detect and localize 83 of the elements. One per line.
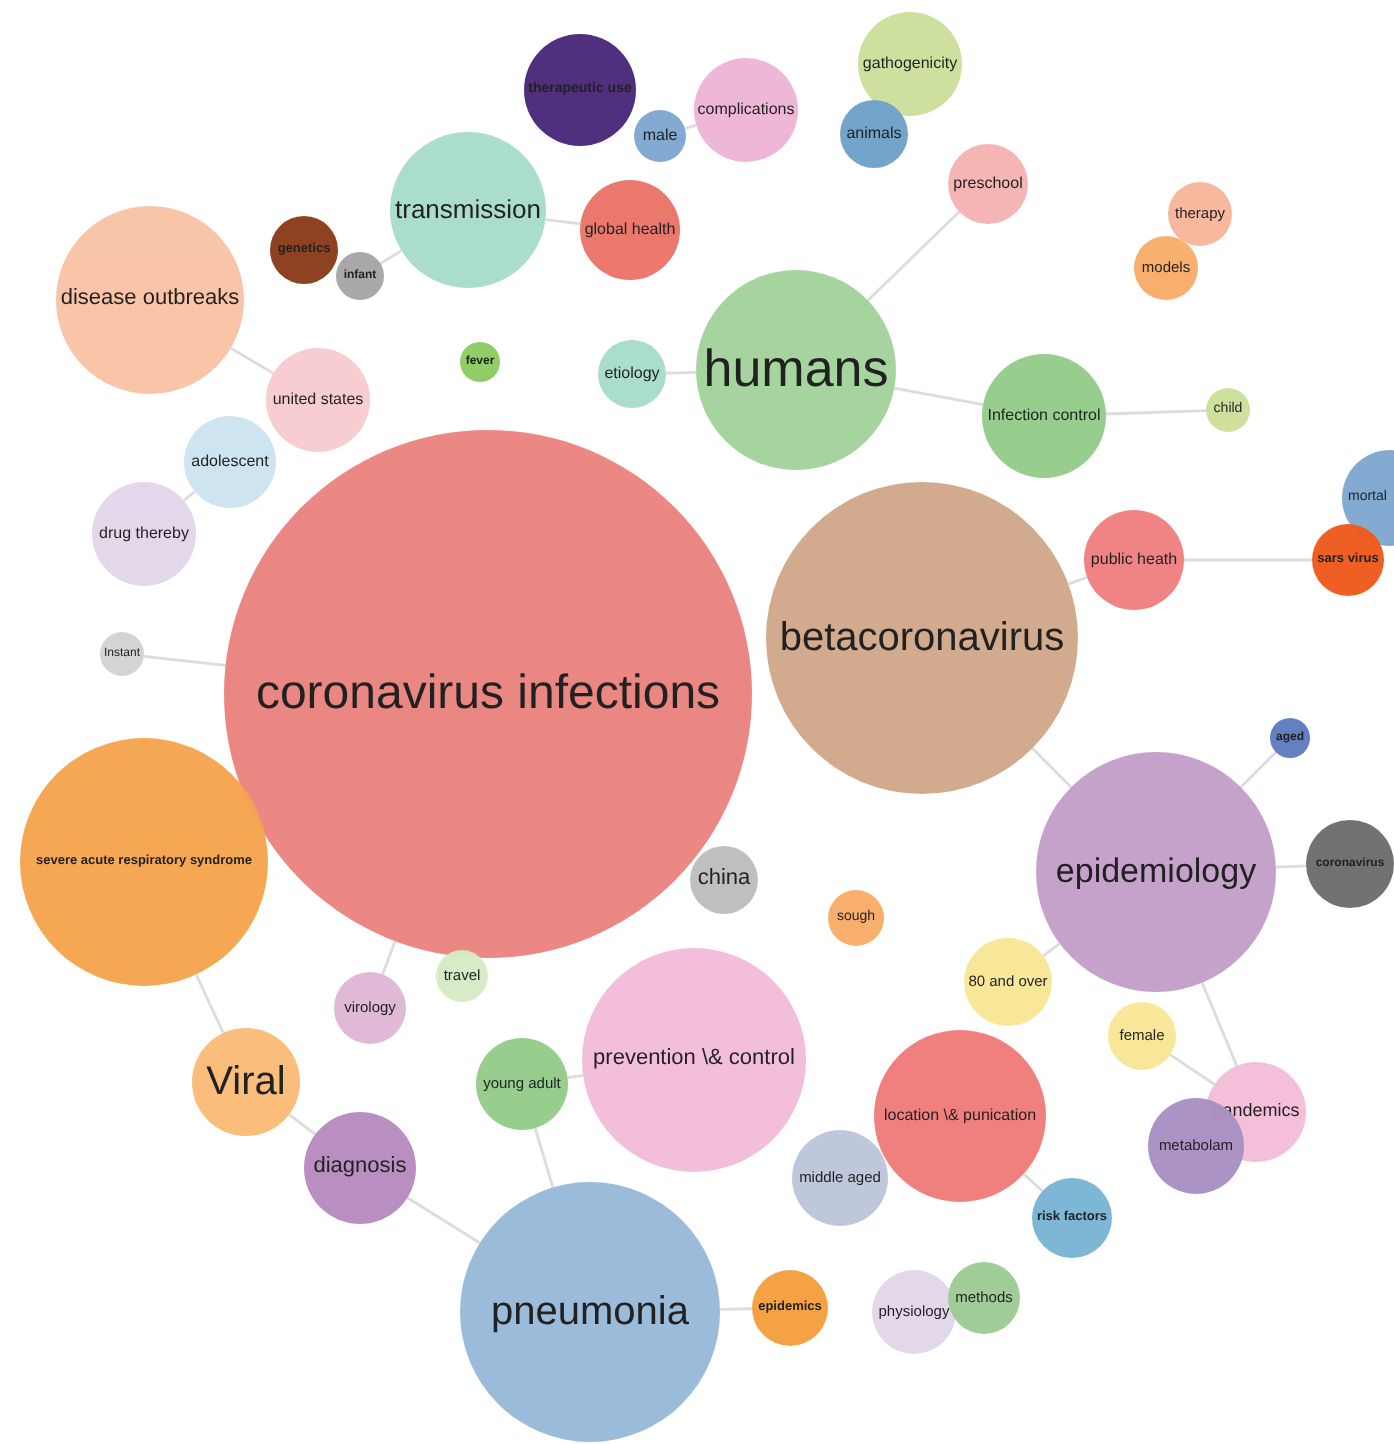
keyword-bubble (752, 1270, 828, 1346)
keyword-bubble (184, 416, 276, 508)
keyword-bubble (460, 342, 500, 382)
bubble-label: pneumonia (491, 1291, 689, 1333)
bubble-label: animals (846, 125, 902, 143)
bubble-label: preschool (953, 175, 1023, 193)
connector-line (684, 123, 697, 130)
bubble-label: drug thereby (99, 525, 189, 543)
keyword-bubble (792, 1130, 888, 1226)
bubble-label: complications (697, 101, 795, 119)
bubble-label: Infection control (987, 407, 1101, 425)
connector-line (379, 249, 403, 265)
keyword-bubble (92, 482, 196, 586)
connector-line (194, 973, 225, 1034)
keyword-bubble (266, 348, 370, 452)
keyword-bubble (840, 100, 908, 168)
keyword-bubble (1032, 1178, 1112, 1258)
bubble-label: gathogenicity (862, 55, 958, 73)
keyword-bubble (598, 340, 666, 408)
keyword-bubble (436, 950, 488, 1002)
keyword-bubble (1270, 718, 1310, 758)
keyword-bubble (1108, 1002, 1176, 1070)
connector-line (406, 1196, 481, 1245)
connector-line (1275, 864, 1307, 869)
keyword-bubble (948, 1262, 1020, 1334)
connector-line (288, 1113, 317, 1136)
keyword-bubble (1084, 510, 1184, 610)
keyword-bubble (476, 1038, 568, 1130)
connector-line (381, 940, 397, 975)
bubble-label: transmission (395, 196, 541, 224)
keyword-bubble (858, 12, 962, 116)
bubble-label: global health (584, 221, 676, 239)
bubble-label: disease outbreaks (60, 288, 240, 312)
bubble-label: male (642, 127, 678, 145)
connector-line (719, 1307, 753, 1311)
bubble-label: location \& punication (883, 1107, 1037, 1125)
keyword-bubble (580, 180, 680, 280)
keyword-bubble (334, 972, 406, 1044)
keyword-bubble (1312, 524, 1384, 596)
keyword-bubble (694, 58, 798, 162)
bubble-label: etiology (604, 365, 660, 383)
connector-line (1105, 409, 1207, 416)
bubble-label: coronavirus infections (255, 668, 721, 720)
bubble-label: Viral (206, 1061, 286, 1103)
keyword-bubble (270, 216, 338, 284)
keyword-bubble (1168, 182, 1232, 246)
keyword-bubble (1134, 236, 1198, 300)
bubble-label: prevention \& control (593, 1048, 795, 1072)
bubble-label: adolescent (191, 453, 269, 471)
connector-line (1022, 1172, 1044, 1193)
connector-line (567, 1074, 584, 1080)
connector-line (230, 346, 275, 375)
connector-line (143, 655, 226, 667)
keyword-bubble (872, 1270, 956, 1354)
connector-line (894, 386, 984, 407)
keyword-bubble (964, 938, 1052, 1026)
bubble-label: epidemiology (1055, 854, 1257, 890)
connector-line (1042, 942, 1061, 957)
connector-line (533, 1127, 555, 1188)
bubble-label: public heath (1090, 551, 1178, 569)
keyword-bubble (634, 110, 686, 162)
keyword-bubble (1306, 820, 1394, 908)
bubble-label: united states (272, 391, 364, 409)
connector-line (182, 490, 196, 502)
keyword-bubble (192, 1028, 300, 1136)
connector-line (665, 371, 697, 375)
keyword-bubble (948, 144, 1028, 224)
bubble-label: humans (703, 342, 889, 398)
connector-line (866, 210, 961, 302)
bubble-label: china (697, 868, 751, 892)
connector-line (1031, 747, 1073, 789)
connector-line (1169, 1053, 1216, 1086)
connector-line (1239, 751, 1277, 789)
connector-line (545, 218, 581, 226)
connector-line (1184, 558, 1312, 562)
keyword-bubble (100, 632, 144, 676)
bubble-label: betacoronavirus (779, 617, 1065, 659)
keyword-bubble (690, 846, 758, 914)
keyword-bubble (828, 890, 884, 946)
keyword-bubble (336, 252, 384, 300)
connector-line (1067, 575, 1088, 586)
bubble-label: diagnosis (313, 1156, 407, 1180)
keyword-bubble (1206, 388, 1250, 432)
